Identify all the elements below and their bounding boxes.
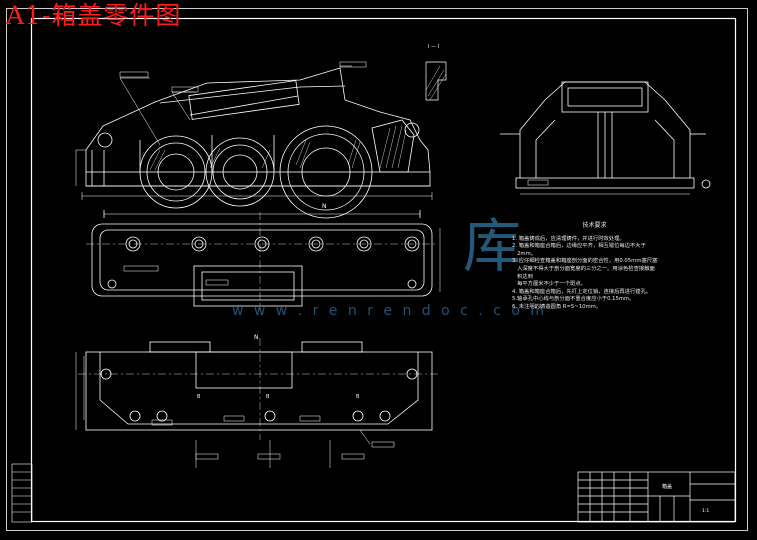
title-block-scale: 1:1 bbox=[702, 509, 710, 514]
technical-requirements: 技术要求 1. 箱盖铸成后，应清理铸件，并进行时效处理。 2. 箱盖和箱座合箱后… bbox=[512, 222, 697, 312]
requirement-item: 4. 箱盖和箱座合箱后，先打上定位销，连接后再进行镗孔。 bbox=[512, 288, 652, 295]
drawing-title: A1-箱盖零件图 bbox=[6, 1, 182, 30]
requirement-item: 5.轴承孔中心线与剖分面不重合度应小于0.15mm。 bbox=[512, 296, 635, 303]
plan-view-bottom bbox=[75, 338, 440, 468]
sheet-border bbox=[6, 8, 748, 531]
requirement-item: 2. 箱盖和箱座合箱后，边缘应平齐，相互错位每边不大于 2mm。 bbox=[512, 243, 646, 257]
front-dimensions bbox=[75, 61, 433, 200]
front-hatching bbox=[149, 125, 407, 171]
front-elevation bbox=[85, 67, 431, 219]
plan-label-bottom: N bbox=[254, 334, 259, 341]
plan-label-top: N bbox=[322, 203, 327, 210]
watermark-char: 库 bbox=[463, 212, 522, 280]
requirements-heading: 技术要求 bbox=[582, 222, 607, 229]
plan-view-top bbox=[86, 210, 441, 310]
requirement-item: 1. 箱盖铸成后，应清理铸件，并进行时效处理。 bbox=[512, 235, 625, 242]
section-label: I — I bbox=[428, 44, 440, 50]
requirement-item: 3. 应仔细检查箱盖和箱座剖分面的密合性，用0.05mm塞尺塞 入深度不得大于剖… bbox=[512, 258, 658, 280]
watermark-url: w w w . r e n r e n d o c . c o m bbox=[232, 303, 547, 319]
datum-label: B bbox=[266, 394, 270, 400]
datum-label: B bbox=[197, 394, 201, 400]
revision-table bbox=[11, 463, 33, 523]
title-block bbox=[577, 471, 736, 523]
requirement-item: 每平方厘米不少于一个斑点。 bbox=[512, 281, 586, 288]
section-detail bbox=[425, 61, 447, 101]
requirement-item: 6. 未注明的铸造圆角 R=5~10mm。 bbox=[512, 303, 602, 310]
datum-label: B bbox=[356, 394, 360, 400]
title-block-name: 箱盖 bbox=[662, 484, 673, 490]
side-view bbox=[500, 81, 711, 195]
